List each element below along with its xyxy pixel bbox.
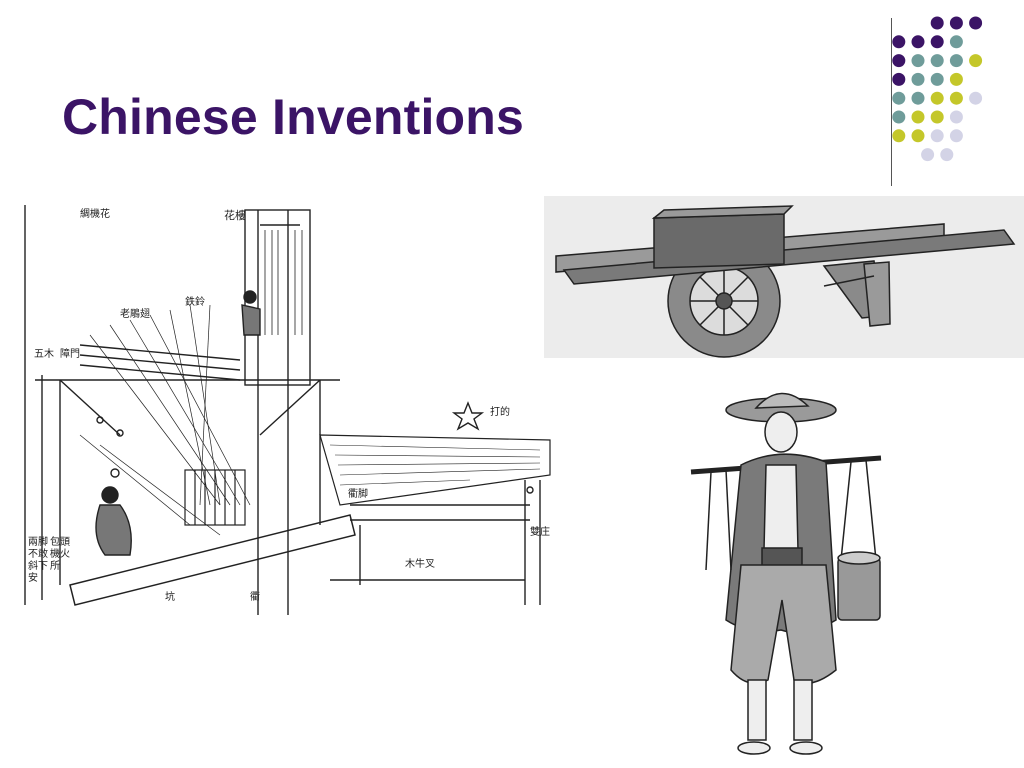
loom-label: 安	[28, 571, 38, 584]
loom-label: 機火	[50, 547, 70, 560]
porter-illustration	[690, 392, 882, 755]
decor-dot	[949, 35, 963, 49]
decor-dot	[949, 110, 963, 124]
decor-dot	[892, 91, 906, 105]
loom-label: 衢脚	[348, 487, 368, 500]
decor-dot	[969, 91, 983, 105]
decor-dot	[949, 91, 963, 105]
loom-label: 打的	[490, 405, 510, 418]
loom-label: 斜下	[28, 559, 48, 572]
loom-label: 花樓	[224, 208, 246, 222]
loom-label: 不敢	[28, 547, 48, 560]
decor-dot	[911, 91, 925, 105]
decor-dot	[921, 148, 935, 162]
decor-dot	[892, 35, 906, 49]
loom-label: 障門	[60, 347, 80, 360]
decor-dot	[930, 129, 944, 143]
decor-dot	[940, 148, 954, 162]
decor-dot	[930, 54, 944, 68]
loom-label: 兩脚	[28, 535, 48, 548]
loom-label: 鉄鈴	[185, 295, 205, 308]
loom-label: 木牛叉	[405, 557, 435, 570]
decor-dot	[949, 129, 963, 143]
decor-dot	[949, 72, 963, 86]
loom-label: 衢	[250, 591, 260, 603]
decor-dot	[892, 129, 906, 143]
decor-dot	[949, 16, 963, 30]
wheelbarrow-illustration	[544, 196, 1024, 358]
decor-dot	[911, 129, 925, 143]
loom-label: 坑	[165, 590, 175, 603]
decor-dot	[892, 72, 906, 86]
decor-dot	[969, 54, 983, 68]
decor-dot	[892, 54, 906, 68]
decor-dot	[949, 54, 963, 68]
decor-dot	[930, 16, 944, 30]
loom-label: 五木	[34, 348, 54, 360]
loom-label: 包頭	[50, 535, 70, 548]
decor-dot	[930, 72, 944, 86]
loom-label: 雙庄	[530, 525, 550, 538]
title-divider	[891, 18, 892, 186]
decor-dot	[969, 16, 983, 30]
decor-dot	[930, 110, 944, 124]
decor-dot	[911, 110, 925, 124]
loom-label: 所	[50, 560, 60, 572]
decor-dot	[892, 110, 906, 124]
decor-dot	[930, 35, 944, 49]
loom-illustration: 綢機花 花樓 鉄鈴 老鵰翅 五木 障門 打的 衢脚 雙庄 木牛叉 兩脚 不敢 斜…	[24, 205, 551, 615]
decor-dot	[911, 54, 925, 68]
decor-dot	[911, 35, 925, 49]
loom-label: 綢機花	[80, 207, 110, 220]
slide-title: Chinese Inventions	[62, 89, 525, 145]
decor-dot	[911, 72, 925, 86]
loom-label: 老鵰翅	[120, 307, 150, 320]
decor-dot	[930, 91, 944, 105]
